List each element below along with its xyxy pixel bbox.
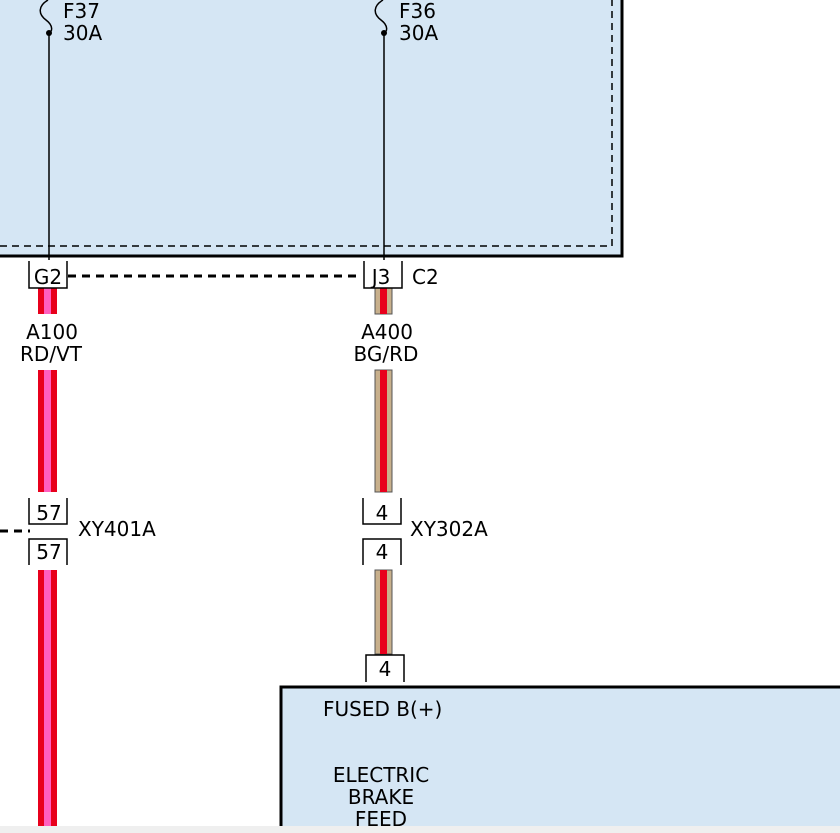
connector-name: XY401A (78, 517, 156, 541)
wire-a400 (374, 287, 393, 655)
fuse-name: F37 (63, 0, 100, 23)
wire-color-label: RD/VT (20, 342, 83, 366)
connector-pin-j3: J3 (370, 265, 391, 289)
connector-pin-top: 4 (376, 501, 389, 525)
wire-color-label: BG/RD (354, 342, 419, 366)
connector-cavity-bottom (28, 538, 68, 565)
fuse-f37: F37 30A (39, 0, 102, 260)
wire-tracer (44, 370, 51, 492)
power-distribution-box (0, 0, 624, 258)
inline-connector-xy302a: 4 4 XY302A (362, 498, 488, 565)
wire-tracer (380, 288, 387, 314)
wire-tracer (380, 570, 387, 654)
connector-pin-bottom: 57 (36, 540, 61, 564)
connector-cavity-top (362, 498, 402, 525)
connector-cavity-top (28, 498, 68, 525)
viewer-bottom-bar (0, 826, 840, 833)
module-box (279, 685, 840, 833)
inline-connector-xy401a: 57 57 XY401A (0, 498, 156, 565)
module-pin-function: FUSED B(+) (323, 697, 442, 721)
wire-a100 (38, 288, 57, 833)
connector-cavity-bottom (362, 538, 402, 565)
wire-tracer (44, 288, 51, 314)
fuse-f36: F36 30A (374, 0, 438, 260)
fuse-rating: 30A (63, 21, 102, 45)
module-pin-cavity (365, 654, 405, 682)
module-label-line: BRAKE (348, 785, 414, 809)
wire-tracer (380, 370, 387, 492)
wire-tracer (44, 570, 51, 833)
fuse-name: F36 (399, 0, 436, 23)
connector-c2: G2 J3 C2 (28, 261, 439, 289)
connector-pin-bottom: 4 (376, 540, 389, 564)
connector-pin-g2: G2 (34, 265, 62, 289)
module-pin: 4 (379, 657, 392, 681)
connector-name: C2 (412, 265, 439, 289)
power-distribution-box-inner-border (0, 0, 613, 247)
connector-cavity-g2 (28, 261, 68, 289)
wire-circuit-label: A400 (361, 320, 413, 344)
fuse-rating: 30A (399, 21, 438, 45)
electric-brake-module: 4 FUSED B(+) ELECTRIC BRAKE FEED (279, 654, 840, 833)
wire-circuit-label: A100 (26, 320, 78, 344)
connector-pin-top: 57 (36, 501, 61, 525)
module-label-line: ELECTRIC (333, 763, 429, 787)
connector-name: XY302A (410, 517, 488, 541)
connector-cavity-j3 (363, 261, 403, 289)
